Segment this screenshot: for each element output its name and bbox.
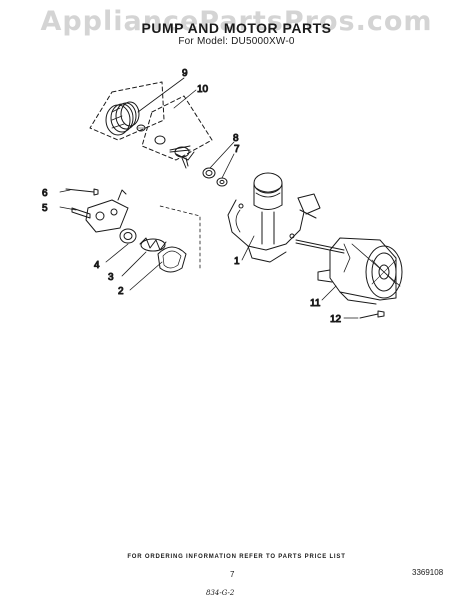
callout-3: 3: [108, 272, 114, 283]
part-6-screw: [65, 188, 99, 196]
part-9-impeller: [105, 101, 146, 136]
part-9-outline: [89, 81, 165, 141]
callout-5: 5: [42, 203, 48, 214]
part-10-outline: [141, 95, 213, 161]
part-11-motor: [317, 237, 403, 305]
callout-1: 1: [234, 256, 240, 267]
callout-8: 8: [233, 133, 239, 144]
part-7-washer: [216, 177, 228, 187]
callout-7: 7: [234, 144, 240, 155]
part-10-seal: [154, 135, 195, 169]
callout-4: 4: [94, 260, 100, 271]
part-4-washer: [119, 228, 137, 244]
part-2-gasket: [157, 246, 187, 273]
callout-12: 12: [330, 314, 342, 325]
catalog-number: 3369108: [412, 568, 444, 577]
ordering-info-note: FOR ORDERING INFORMATION REFER TO PARTS …: [127, 554, 346, 560]
callout-2: 2: [118, 286, 124, 297]
callout-leaders: [59, 77, 359, 319]
part-5-bracket: [71, 189, 129, 233]
part-8-ring: [202, 167, 216, 179]
model-subtitle: For Model: DU5000XW-0: [178, 36, 295, 47]
part-12-screw: [359, 310, 385, 319]
page-number: 7: [230, 570, 235, 579]
motor-shaft: [295, 239, 345, 254]
revision-mark: 834-G-2: [206, 589, 235, 597]
page-title: PUMP AND MOTOR PARTS: [141, 20, 332, 36]
watermark: AppliancePartsPros.com: [40, 6, 433, 37]
callout-10: 10: [197, 84, 209, 95]
callout-6: 6: [42, 188, 48, 199]
callout-9: 9: [182, 68, 188, 79]
callout-11: 11: [310, 298, 321, 309]
part-1-pump-housing: [227, 172, 321, 263]
part-3-spring: [139, 237, 167, 252]
